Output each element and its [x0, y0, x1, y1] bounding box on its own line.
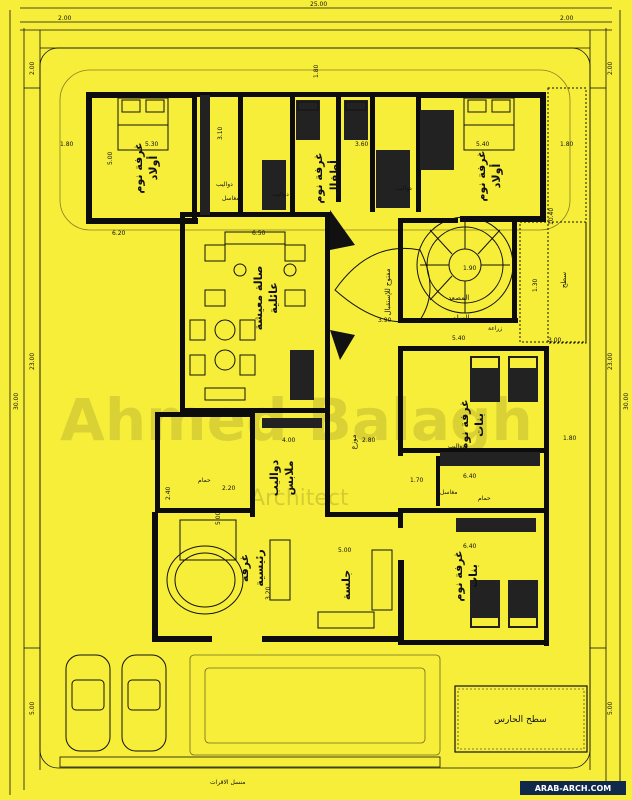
- void-opening: [330, 210, 431, 360]
- label-bedroom-boys-left-1: غرفة نوم: [132, 142, 145, 193]
- label-bedroom-girls-top-2: بنات: [473, 413, 486, 437]
- label-roof-right: سطح: [560, 272, 568, 288]
- label-bedroom-boys-right-2: أولاد: [489, 164, 503, 188]
- dim-top-left: 2.00: [58, 15, 72, 22]
- label-wardrobe-2: ملابس: [283, 461, 296, 496]
- dim-640a: 6.40: [463, 473, 477, 480]
- label-bedroom-boys-left-2: أولاد: [146, 156, 160, 180]
- label-guard-roof: سطح الحارس: [494, 715, 547, 725]
- site-badge-text: ARAB-ARCH.COM: [535, 784, 612, 793]
- dim-320: 3.20: [265, 586, 272, 600]
- label-bath-2: حمام: [478, 495, 491, 502]
- bed-girls-top-1: [470, 356, 500, 402]
- label-bedroom-girls-top-1: غرفة نوم: [458, 399, 471, 450]
- dim-right-bottom: 5.00: [607, 701, 614, 715]
- label-closets-2: دواليب: [272, 191, 289, 198]
- dim-540: 5.40: [476, 141, 490, 148]
- label-setback: منسل الاقرات: [210, 779, 245, 786]
- bed-boys-right: [463, 97, 515, 151]
- label-closets-3: دواليب: [395, 185, 412, 192]
- label-bedroom-kids-2: أطفال: [327, 160, 341, 196]
- bed-girls-bottom-1: [470, 580, 500, 628]
- label-master-bedroom-2: رئيسية: [253, 549, 266, 586]
- dim-180d: 1.80: [563, 435, 577, 442]
- bed-kids-1: [296, 100, 320, 140]
- dim-280: 2.80: [362, 437, 376, 444]
- label-elevator: المصعد: [448, 294, 469, 302]
- dim-right-total: 30.00: [623, 393, 630, 410]
- label-bedroom-boys-right-1: غرفة نوم: [475, 150, 488, 201]
- label-wardrobe-1: دواليب: [268, 459, 281, 496]
- label-distributor: موزع: [350, 434, 358, 449]
- site-outline: [39, 47, 591, 769]
- label-bath: حمام: [198, 477, 211, 484]
- label-sitting: جلسة: [340, 570, 353, 600]
- bed-boys-left: [117, 97, 169, 151]
- label-closets-1: دواليب: [216, 181, 233, 188]
- spiral-stair: [416, 216, 514, 314]
- roof-terrace: [519, 87, 587, 344]
- guard-roof: [454, 685, 588, 753]
- label-void: مفتوح للإستقبال: [384, 268, 392, 315]
- dim-180b: 1.80: [313, 64, 320, 78]
- bed-master: [166, 519, 244, 615]
- label-bedroom-girls-bottom-1: غرفة نوم: [452, 550, 465, 601]
- dim-right-top: 2.00: [607, 61, 614, 75]
- dim-240: 2.40: [165, 486, 172, 500]
- label-washbasins-2: مغاسل: [440, 489, 458, 496]
- dim-left-bottom: 5.00: [29, 701, 36, 715]
- dim-530: 5.30: [145, 141, 159, 148]
- sitting-sofas: [269, 539, 393, 629]
- parking-cars: [65, 654, 167, 752]
- label-washbasins-1: مغاسل: [222, 195, 240, 202]
- bed-girls-top-2: [508, 356, 538, 402]
- dim-1040: 10.40: [548, 208, 555, 225]
- bed-kids-2: [344, 100, 368, 140]
- dim-170: 1.70: [410, 477, 424, 484]
- dim-540b: 5.40: [452, 335, 466, 342]
- label-stairs: السلم: [452, 314, 469, 322]
- dim-620: 6.20: [112, 230, 126, 237]
- walls: [86, 92, 549, 646]
- dim-180a: 1.80: [60, 141, 74, 148]
- bed-girls-bottom-2: [508, 580, 538, 628]
- label-living-hall-1: صالة معيشة: [252, 266, 265, 331]
- dim-310: 3.10: [217, 126, 224, 140]
- dim-390: 3.90: [378, 317, 392, 324]
- dim-top-total: 25.00: [310, 1, 327, 8]
- living-seating: [189, 231, 306, 401]
- label-ramp: زراعة: [488, 325, 502, 332]
- closets: [200, 95, 540, 532]
- label-living-hall-2: عائلية: [267, 282, 280, 313]
- room-labels: غرفة نوم أولاد غرفة نوم أطفال غرفة نوم أ…: [132, 142, 568, 786]
- dim-360: 3.60: [355, 141, 369, 148]
- dim-right-main: 23.00: [607, 353, 614, 370]
- dim-top-right: 2.00: [560, 15, 574, 22]
- dim-left-top: 2.00: [29, 61, 36, 75]
- label-master-bedroom-1: غرفة: [238, 554, 251, 582]
- dim-400: 4.00: [282, 437, 296, 444]
- dim-180c: 1.80: [560, 141, 574, 148]
- dim-500b: 5.00: [338, 547, 352, 554]
- dim-130: 1.30: [532, 278, 539, 292]
- dim-300: 3.00: [548, 337, 562, 344]
- beds: [117, 97, 538, 628]
- label-bedroom-girls-bottom-2: بنات: [467, 564, 480, 588]
- site-badge: [520, 781, 626, 795]
- gate-railing: [59, 756, 441, 768]
- label-bedroom-kids-1: غرفة نوم: [312, 152, 325, 203]
- dim-640b: 6.40: [463, 543, 477, 550]
- dim-left-total: 30.00: [13, 393, 20, 410]
- watermark-title: Architect: [250, 486, 349, 511]
- dim-650: 6.50: [252, 230, 266, 237]
- dim-190: 1.90: [463, 265, 477, 272]
- label-closets-4: دواليب: [448, 443, 465, 450]
- dim-500c: 5.00: [215, 511, 222, 525]
- dim-220: 2.20: [222, 485, 236, 492]
- dim-left-main: 23.00: [29, 353, 36, 370]
- dim-500: 5.00: [107, 151, 114, 165]
